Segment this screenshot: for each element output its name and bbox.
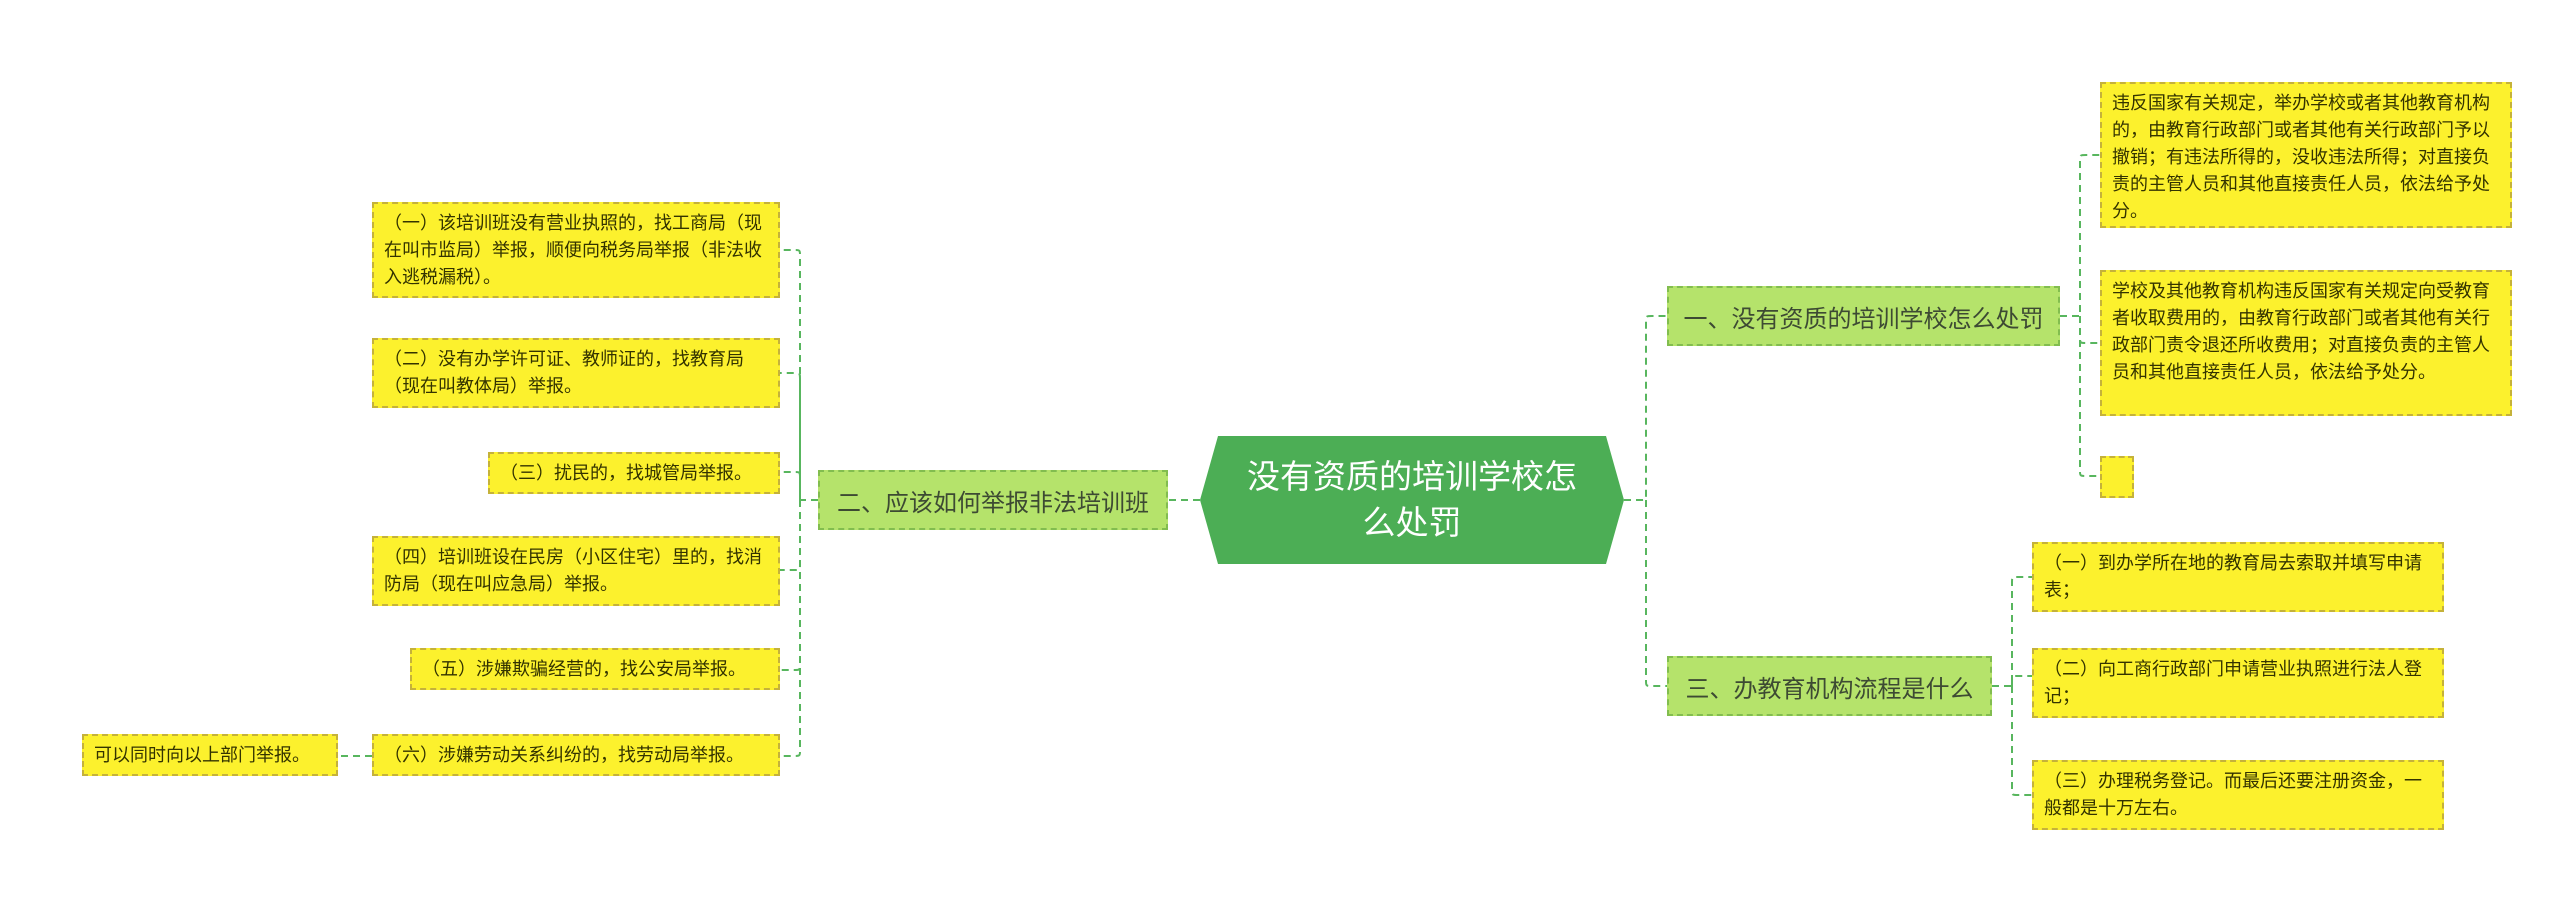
leaf-report-business-license[interactable]: （一）该培训班没有营业执照的，找工商局（现在叫市监局）举报，顺便向税务局举报（非… <box>372 202 780 298</box>
leaf-process-step-3[interactable]: （三）办理税务登记。而最后还要注册资金，一般都是十万左右。 <box>2032 760 2444 830</box>
branch-institution-process[interactable]: 三、办教育机构流程是什么 <box>1667 656 1992 716</box>
leaf-illegal-fees-penalty[interactable]: 学校及其他教育机构违反国家有关规定向受教育者收取费用的，由教育行政部门或者其他有… <box>2100 270 2512 416</box>
leaf-report-multiple-departments[interactable]: 可以同时向以上部门举报。 <box>82 734 338 776</box>
leaf-report-fire-department[interactable]: （四）培训班设在民房（小区住宅）里的，找消防局（现在叫应急局）举报。 <box>372 536 780 606</box>
connector-b1-leaves <box>2060 154 2100 477</box>
branch-label: 三、办教育机构流程是什么 <box>1685 674 1974 703</box>
leaf-report-labor-bureau[interactable]: （六）涉嫌劳动关系纠纷的，找劳动局举报。 <box>372 734 780 776</box>
branch-label: 一、没有资质的培训学校怎么处罚 <box>1683 304 2044 333</box>
root-title: 没有资质的培训学校怎么处罚 <box>1247 457 1577 542</box>
leaf-process-step-2[interactable]: （二）向工商行政部门申请营业执照进行法人登记； <box>2032 648 2444 718</box>
leaf-empty[interactable] <box>2100 456 2134 498</box>
connector-root-b1 <box>1624 315 1667 501</box>
leaf-report-education-bureau[interactable]: （二）没有办学许可证、教师证的，找教育局（现在叫教体局）举报。 <box>372 338 780 408</box>
connector-root-b3 <box>1645 500 1667 687</box>
root-node[interactable]: 没有资质的培训学校怎么处罚 <box>1200 436 1624 564</box>
leaf-report-police[interactable]: （五）涉嫌欺骗经营的，找公安局举报。 <box>410 648 780 690</box>
leaf-illegal-school-penalty[interactable]: 违反国家有关规定，举办学校或者其他教育机构的，由教育行政部门或者其他有关行政部门… <box>2100 82 2512 228</box>
branch-label: 二、应该如何举报非法培训班 <box>837 488 1149 517</box>
branch-how-to-report[interactable]: 二、应该如何举报非法培训班 <box>818 470 1168 530</box>
root-hexagon-shape <box>1200 436 1624 564</box>
connector-b2-leaves <box>780 249 818 757</box>
leaf-process-step-1[interactable]: （一）到办学所在地的教育局去索取并填写申请表； <box>2032 542 2444 612</box>
leaf-report-urban-management[interactable]: （三）扰民的，找城管局举报。 <box>488 452 780 494</box>
connector-b3-leaves <box>1992 576 2032 796</box>
branch-no-qualification-penalty[interactable]: 一、没有资质的培训学校怎么处罚 <box>1667 286 2060 346</box>
